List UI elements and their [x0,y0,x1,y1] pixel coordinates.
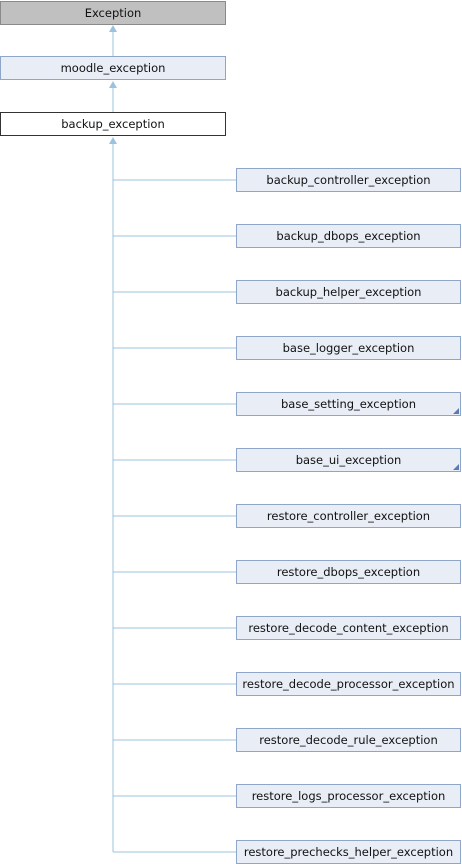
class-node-subclass[interactable]: backup_dbops_exception [236,224,461,248]
class-node-label: restore_prechecks_helper_exception [243,845,454,859]
class-node-label: backup_dbops_exception [276,229,421,243]
class-node-label: backup_exception [61,117,165,131]
class-node-label: restore_logs_processor_exception [251,789,446,803]
class-node-subclass[interactable]: base_ui_exception [236,448,461,472]
class-node-subclass[interactable]: backup_controller_exception [236,168,461,192]
class-node-label: restore_decode_rule_exception [259,733,438,747]
class-node-subclass[interactable]: restore_logs_processor_exception [236,784,461,808]
class-node-moodle-exception[interactable]: moodle_exception [0,56,226,80]
class-node-subclass[interactable]: base_setting_exception [236,392,461,416]
class-node-label: restore_dbops_exception [276,565,421,579]
class-node-label: Exception [84,6,142,20]
more-subclasses-marker-icon [453,464,459,470]
class-node-label: restore_decode_processor_exception [242,677,455,691]
class-node-subclass[interactable]: restore_decode_processor_exception [236,672,461,696]
class-node-subclass[interactable]: restore_controller_exception [236,504,461,528]
class-node-subclass[interactable]: backup_helper_exception [236,280,461,304]
arrowhead-backup [109,137,117,144]
more-subclasses-marker-icon [453,408,459,414]
arrowhead-moodle [109,81,117,88]
class-node-label: base_ui_exception [295,453,402,467]
class-node-label: base_logger_exception [282,341,415,355]
arrowhead-exception [109,25,117,32]
class-node-label: backup_helper_exception [275,285,422,299]
class-node-backup-exception: backup_exception [0,112,226,136]
class-node-label: restore_decode_content_exception [248,621,449,635]
class-node-subclass[interactable]: base_logger_exception [236,336,461,360]
class-node-subclass[interactable]: restore_decode_rule_exception [236,728,461,752]
class-node-label: backup_controller_exception [266,173,431,187]
class-node-subclass[interactable]: restore_dbops_exception [236,560,461,584]
child-edges [112,143,236,853]
class-node-label: base_setting_exception [281,397,416,411]
class-node-label: restore_controller_exception [266,509,431,523]
class-node-subclass[interactable]: restore_prechecks_helper_exception [236,840,461,864]
class-node-label: moodle_exception [60,61,166,75]
class-node-subclass[interactable]: restore_decode_content_exception [236,616,461,640]
class-node-exception[interactable]: Exception [0,1,226,25]
